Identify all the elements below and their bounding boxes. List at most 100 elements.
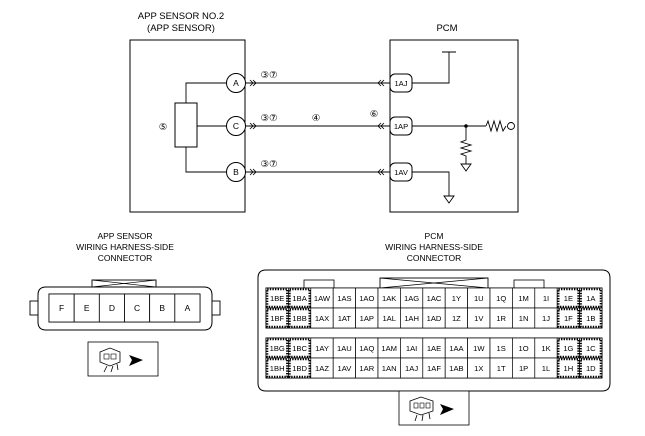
pcm-pin-1az: 1AZ bbox=[310, 357, 334, 379]
svg-text:F: F bbox=[59, 303, 64, 313]
svg-text:1V: 1V bbox=[474, 314, 484, 323]
svg-text:1AD: 1AD bbox=[427, 314, 442, 323]
pcm-side-chevrons bbox=[377, 79, 385, 176]
svg-text:1BC: 1BC bbox=[292, 344, 307, 353]
svg-text:D: D bbox=[109, 303, 115, 313]
sensor-element bbox=[174, 102, 198, 148]
mark-wire-right: ⑥ bbox=[370, 109, 379, 120]
app-connector-title-3: CONNECTOR bbox=[98, 253, 153, 263]
svg-text:1H: 1H bbox=[564, 364, 574, 373]
pcm-view-arrow-icon bbox=[440, 404, 454, 415]
svg-text:1BE: 1BE bbox=[270, 294, 284, 303]
pcm-pin-1ai: 1AI bbox=[400, 337, 424, 359]
pcm-pin-1bh: 1BH bbox=[265, 357, 289, 379]
pcm-pin-1an: 1AN bbox=[377, 357, 401, 379]
svg-text:1AZ: 1AZ bbox=[315, 364, 329, 373]
pcm-terminal-1av: 1AV bbox=[389, 162, 413, 182]
svg-text:1M: 1M bbox=[518, 294, 529, 303]
pcm-pin-1ak: 1AK bbox=[377, 287, 401, 309]
pcm-pulldown-resistor bbox=[459, 126, 473, 164]
pcm-pin-1au: 1AU bbox=[332, 337, 356, 359]
sensor-terminal-a: A bbox=[226, 73, 246, 93]
svg-text:1K: 1K bbox=[541, 344, 550, 353]
pcm-connector-title-3: CONNECTOR bbox=[407, 253, 462, 263]
pcm-pin-1u: 1U bbox=[467, 287, 491, 309]
pcm-pin-1d: 1D bbox=[579, 357, 603, 379]
pcm-pin-1r: 1R bbox=[489, 307, 513, 329]
pcm-pin-1bb: 1BB bbox=[288, 307, 312, 329]
svg-text:1Q: 1Q bbox=[496, 294, 506, 303]
pcm-pin-1h: 1H bbox=[556, 357, 580, 379]
pcm-pin-1aw: 1AW bbox=[310, 287, 334, 309]
pcm-pin-1f: 1F bbox=[556, 307, 580, 329]
pcm-pin-1z: 1Z bbox=[444, 307, 468, 329]
pcm-pin-1bd: 1BD bbox=[288, 357, 312, 379]
pcm-ground-line bbox=[412, 171, 450, 196]
sensor-element-label: ⑤ bbox=[159, 122, 168, 133]
svg-text:1Y: 1Y bbox=[452, 294, 461, 303]
pcm-pin-1ax: 1AX bbox=[310, 307, 334, 329]
svg-text:1W: 1W bbox=[473, 344, 485, 353]
svg-text:1AC: 1AC bbox=[427, 294, 442, 303]
svg-text:1AO: 1AO bbox=[359, 294, 374, 303]
mark-wire-c: ③⑦ bbox=[260, 113, 278, 124]
pcm-pin-1ac: 1AC bbox=[422, 287, 446, 309]
sensor-title-line2: (APP SENSOR) bbox=[147, 23, 215, 34]
pcm-ground-1 bbox=[460, 163, 472, 172]
svg-text:1N: 1N bbox=[519, 314, 529, 323]
svg-text:1U: 1U bbox=[474, 294, 484, 303]
svg-text:1I: 1I bbox=[543, 294, 549, 303]
pcm-pin-1b: 1B bbox=[579, 307, 603, 329]
svg-text:1AT: 1AT bbox=[338, 314, 352, 323]
pcm-pin-1aa: 1AA bbox=[444, 337, 468, 359]
svg-text:1BA: 1BA bbox=[292, 294, 307, 303]
svg-text:1AS: 1AS bbox=[337, 294, 351, 303]
sensor-wire-b-internal bbox=[185, 147, 226, 173]
pcm-pin-1o: 1O bbox=[512, 337, 536, 359]
svg-text:1J: 1J bbox=[542, 314, 550, 323]
svg-text:1P: 1P bbox=[519, 364, 528, 373]
svg-text:B: B bbox=[233, 167, 239, 177]
svg-text:1BG: 1BG bbox=[270, 344, 285, 353]
svg-text:1G: 1G bbox=[563, 344, 573, 353]
svg-text:1F: 1F bbox=[564, 314, 573, 323]
pcm-pin-1bg: 1BG bbox=[265, 337, 289, 359]
svg-text:1D: 1D bbox=[586, 364, 596, 373]
svg-text:E: E bbox=[84, 303, 90, 313]
pcm-pin-1at: 1AT bbox=[332, 307, 356, 329]
svg-text:1BF: 1BF bbox=[270, 314, 284, 323]
svg-text:1AX: 1AX bbox=[315, 314, 329, 323]
svg-text:A: A bbox=[185, 303, 191, 313]
svg-text:1AF: 1AF bbox=[427, 364, 441, 373]
pcm-pin-1af: 1AF bbox=[422, 357, 446, 379]
pcm-pin-1ab: 1AB bbox=[444, 357, 468, 379]
svg-text:1AV: 1AV bbox=[338, 364, 353, 373]
pcm-pin-1q: 1Q bbox=[489, 287, 513, 309]
mark-wire-a: ③⑦ bbox=[260, 70, 278, 81]
svg-text:1AN: 1AN bbox=[382, 364, 397, 373]
pcm-ground-2 bbox=[443, 195, 455, 204]
svg-text:1AQ: 1AQ bbox=[359, 344, 374, 353]
pcm-pin-1s: 1S bbox=[489, 337, 513, 359]
pcm-pin-1ao: 1AO bbox=[355, 287, 379, 309]
pcm-pin-1ag: 1AG bbox=[400, 287, 424, 309]
pcm-pin-1bc: 1BC bbox=[288, 337, 312, 359]
pcm-pin-1av: 1AV bbox=[332, 357, 356, 379]
pcm-pin-1i: 1I bbox=[534, 287, 558, 309]
pcm-pin-1x: 1X bbox=[467, 357, 491, 379]
pcm-pin-1as: 1AS bbox=[332, 287, 356, 309]
svg-text:1AJ: 1AJ bbox=[405, 364, 418, 373]
sensor-wire-a-internal bbox=[185, 82, 226, 103]
svg-text:1AL: 1AL bbox=[382, 314, 396, 323]
svg-text:1L: 1L bbox=[542, 364, 550, 373]
pcm-pin-1be: 1BE bbox=[265, 287, 289, 309]
pcm-pin-1g: 1G bbox=[556, 337, 580, 359]
pcm-pin-1ad: 1AD bbox=[422, 307, 446, 329]
svg-text:1AU: 1AU bbox=[337, 344, 352, 353]
pcm-pin-1e: 1E bbox=[556, 287, 580, 309]
svg-text:1AH: 1AH bbox=[404, 314, 419, 323]
svg-text:1BH: 1BH bbox=[270, 364, 285, 373]
app-connector-title-2: WIRING HARNESS-SIDE bbox=[76, 242, 174, 252]
